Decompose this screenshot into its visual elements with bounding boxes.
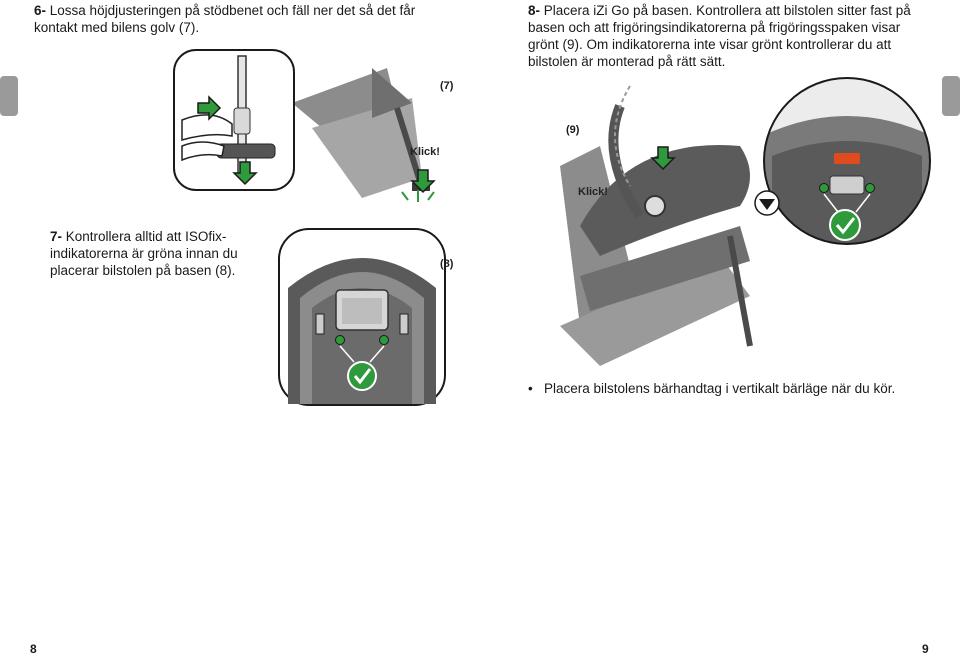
step-8-number: 8- [528, 3, 541, 18]
click-marks-icon [401, 190, 435, 202]
arrow-down-green-icon [650, 146, 676, 171]
step-6-number: 6- [34, 3, 47, 18]
step-8: 8- Placera iZi Go på basen. Kontrollera … [528, 2, 928, 70]
right-page-tab [942, 76, 960, 116]
step-7: 7- Kontrollera alltid att ISOfix-indikat… [50, 228, 270, 279]
page-number-right: 9 [922, 642, 929, 656]
left-page-tab [0, 76, 18, 116]
page-number-left: 8 [30, 642, 37, 656]
klick-label-right: Klick! [578, 186, 608, 198]
eye-icon [754, 190, 780, 216]
figure-7-label: (7) [440, 80, 454, 92]
arrow-down-green-icon [232, 161, 258, 186]
check-circle-green-icon [829, 209, 861, 241]
klick-label-left: Klick! [410, 146, 440, 158]
figure-8-label: (8) [440, 258, 454, 270]
bullet-item: • Placera bilstolens bärhandtag i vertik… [528, 380, 928, 397]
bullet-dot-icon: • [528, 381, 541, 396]
step-7-number: 7- [50, 229, 63, 244]
arrow-down-green-icon [410, 169, 436, 194]
figure-8-illustration [278, 228, 446, 406]
figure-9-label: (9) [566, 124, 580, 136]
step-7-text: Kontrollera alltid att ISOfix-indikatore… [50, 229, 238, 278]
figure-9-illustration [560, 85, 753, 366]
step-6-text: Lossa höjdjusteringen på stödbenet och f… [34, 3, 416, 35]
arrow-right-green-icon [197, 95, 222, 121]
check-circle-green-icon [347, 361, 377, 391]
bullet-text: Placera bilstolens bärhandtag i vertikal… [544, 381, 896, 396]
step-6: 6- Lossa höjdjusteringen på stödbenet oc… [34, 2, 454, 36]
step-8-text: Placera iZi Go på basen. Kontrollera att… [528, 3, 911, 69]
besafe-logo [834, 153, 860, 164]
